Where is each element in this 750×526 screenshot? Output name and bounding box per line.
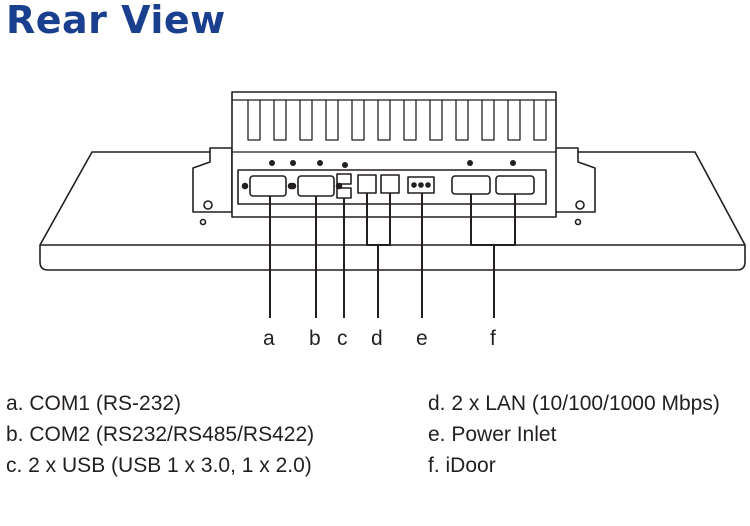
legend-item-usb: c. 2 x USB (USB 1 x 3.0, 1 x 2.0) xyxy=(6,454,312,477)
mount-hole-right xyxy=(574,218,582,226)
legend-left: a. COM1 (RS-232) b. COM2 (RS232/RS485/RS… xyxy=(6,388,314,481)
page-title: Rear View xyxy=(6,0,226,42)
bracket-screw-left xyxy=(203,200,213,210)
callout-a: a xyxy=(263,327,275,350)
legend-item-com1: a. COM1 (RS-232) xyxy=(6,392,182,415)
legend-item-power: e. Power Inlet xyxy=(428,423,557,446)
leader-lines xyxy=(269,193,516,318)
bracket-screw-right xyxy=(575,200,585,210)
legend-item-lan: d. 2 x LAN (10/100/1000 Mbps) xyxy=(428,392,720,415)
callout-b: b xyxy=(309,327,321,350)
legend-item-com2: b. COM2 (RS232/RS485/RS422) xyxy=(6,423,315,446)
callout-f: f xyxy=(490,327,496,350)
legend-right: d. 2 x LAN (10/100/1000 Mbps) e. Power I… xyxy=(428,388,720,481)
panel-dots xyxy=(269,160,516,168)
callout-d: d xyxy=(371,327,383,350)
heatsink-fins xyxy=(232,99,556,153)
callout-c: c xyxy=(337,327,348,350)
legend-item-idoor: f. iDoor xyxy=(428,454,496,477)
callout-e: e xyxy=(416,327,428,350)
mount-hole-left xyxy=(199,218,207,226)
power-inlet xyxy=(407,176,435,194)
